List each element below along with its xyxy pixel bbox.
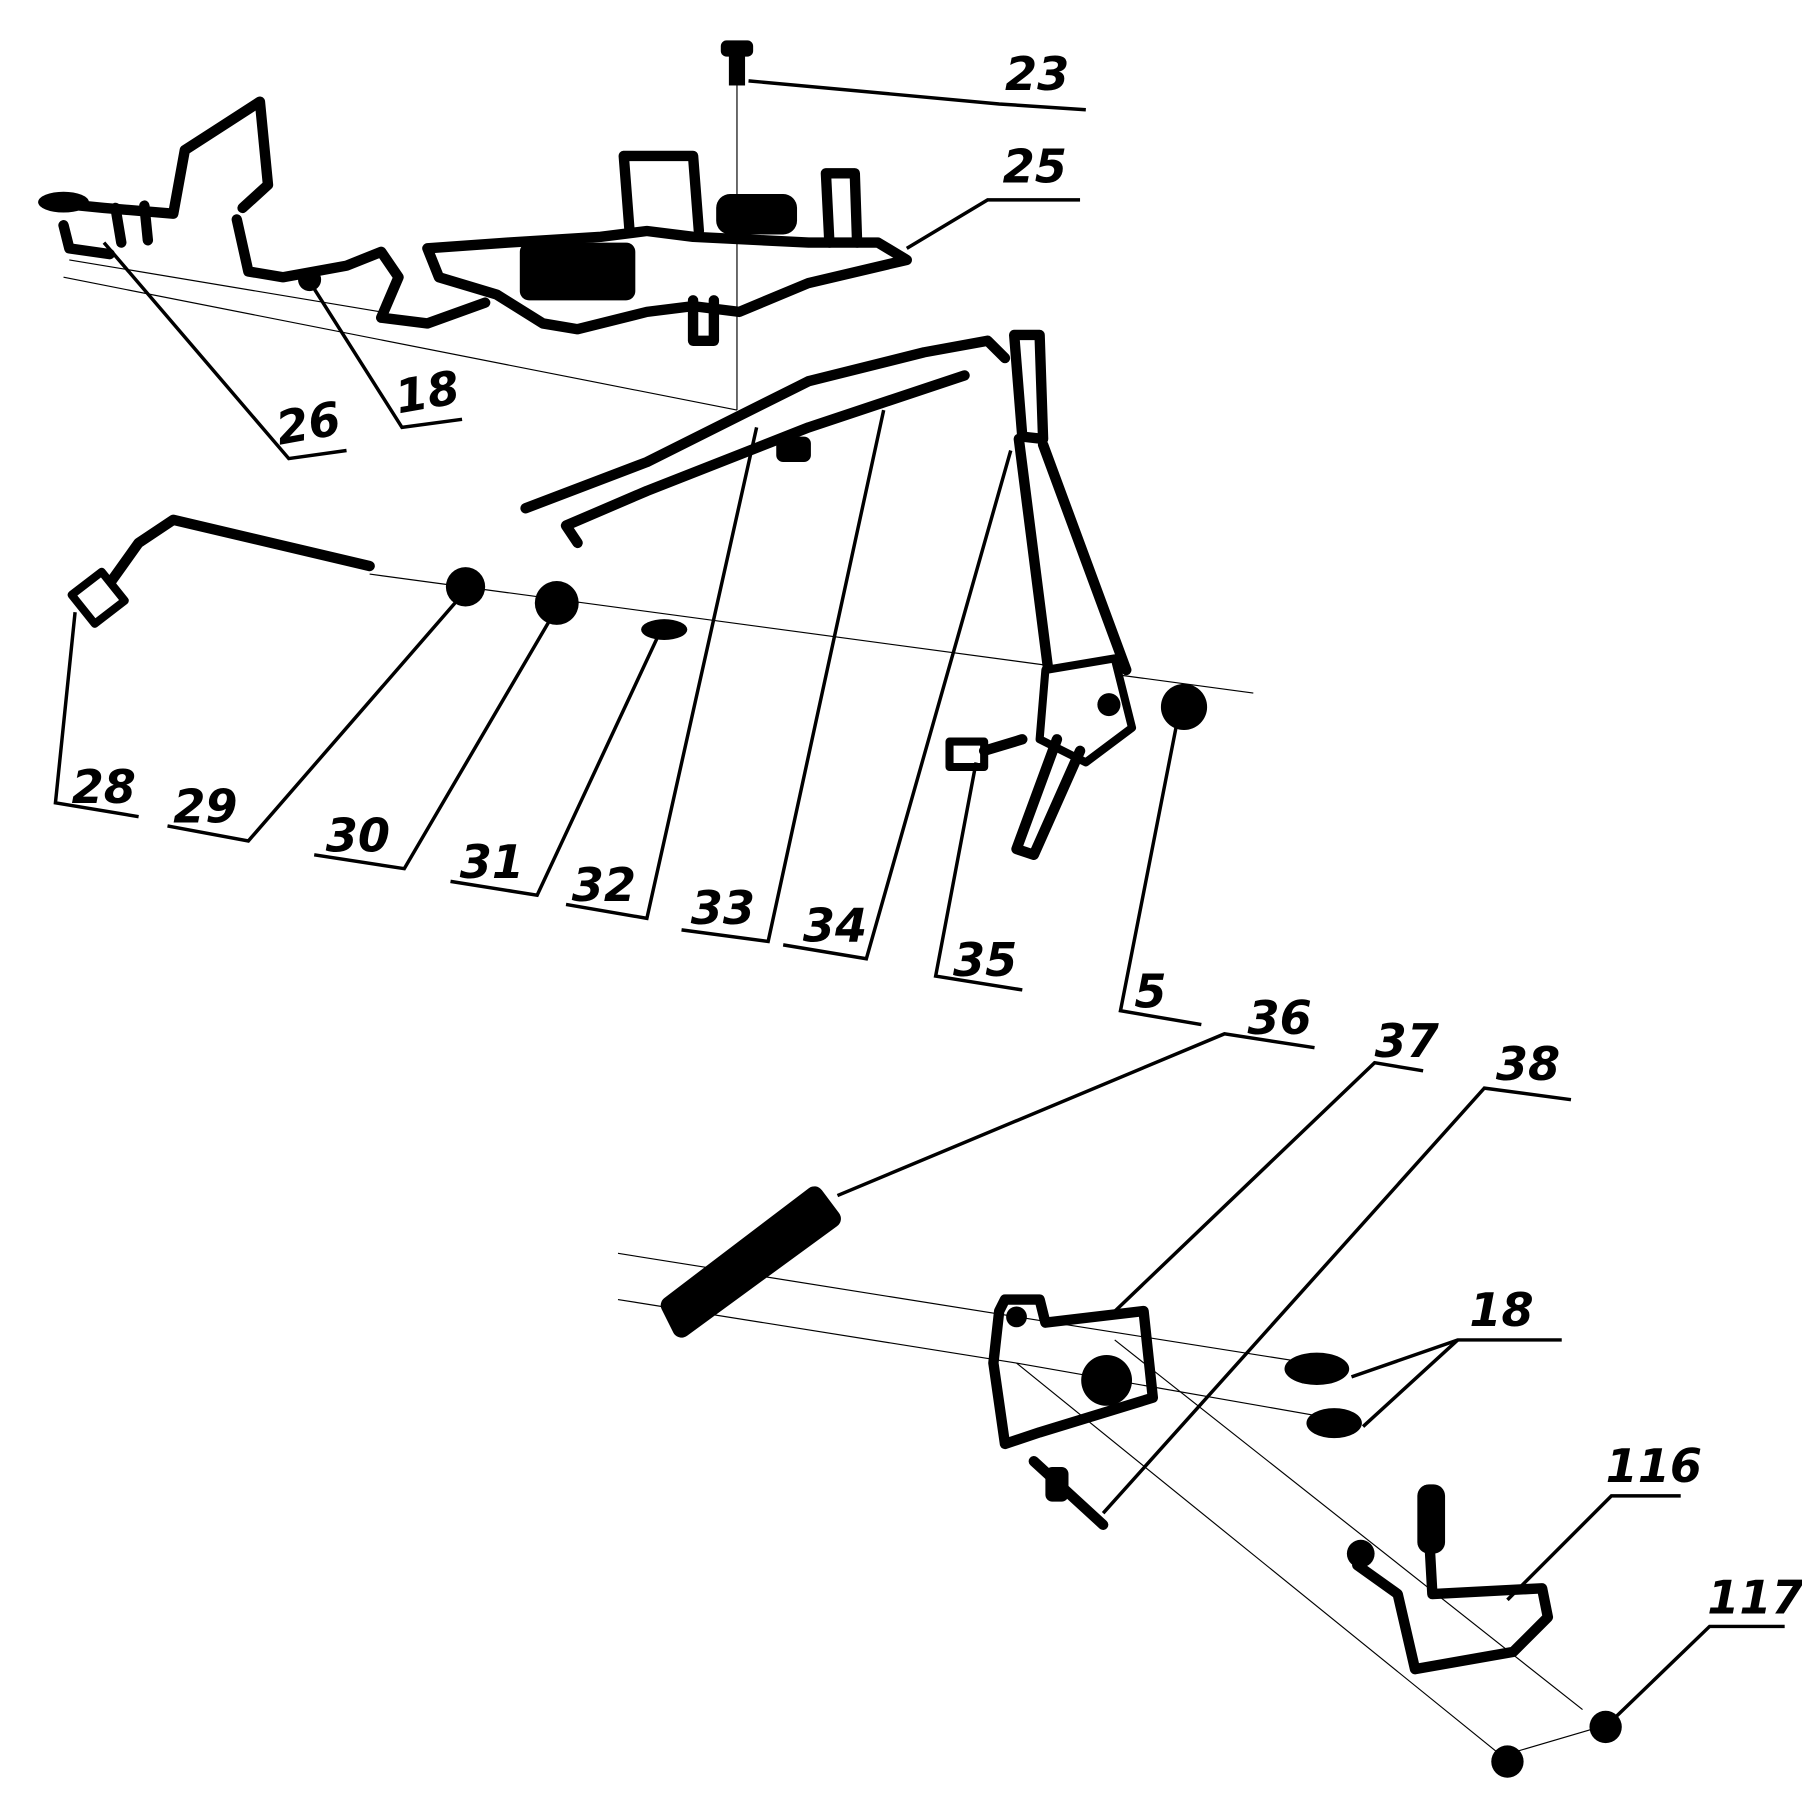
callout-31: 31 [460, 835, 524, 889]
callout-18-top: 18 [391, 360, 464, 424]
leader-lines [53, 79, 1785, 1723]
callout-36: 36 [1248, 991, 1312, 1045]
callout-labels: 23 25 26 18 28 29 30 31 32 33 34 35 5 36… [72, 47, 1802, 1625]
callout-32: 32 [572, 858, 636, 912]
part-18-screws [1284, 1352, 1362, 1439]
callout-117: 117 [1707, 1571, 1802, 1625]
callout-35: 35 [953, 933, 1017, 987]
callout-23: 23 [1005, 47, 1069, 101]
callout-5: 5 [1134, 964, 1166, 1018]
part-5-nut [1160, 683, 1208, 731]
part-35-pin [945, 734, 1028, 772]
part-23-screw [720, 40, 754, 86]
part-34-lever [1009, 329, 1137, 860]
part-36-handle [660, 1186, 841, 1338]
part-38-pin [1028, 1456, 1109, 1530]
callout-28: 28 [72, 760, 136, 814]
part-30-nut [534, 581, 579, 625]
part-29-nut [445, 567, 486, 607]
callout-33: 33 [691, 881, 755, 935]
part-25-bracket [422, 150, 912, 346]
part-28-rod [67, 514, 375, 628]
part-26-bracket [38, 96, 274, 260]
callout-38: 38 [1496, 1037, 1560, 1091]
part-116-bracket [1346, 1484, 1554, 1675]
part-32-rod [520, 335, 1011, 514]
callout-37: 37 [1375, 1014, 1440, 1068]
callout-26: 26 [272, 391, 345, 455]
callout-116: 116 [1606, 1439, 1702, 1493]
callout-34: 34 [803, 898, 867, 952]
part-37-plate [988, 1294, 1159, 1450]
part-117-screws [1491, 1710, 1622, 1778]
callout-25: 25 [1003, 140, 1067, 194]
part-18-link [231, 214, 491, 329]
callout-18-bottom: 18 [1469, 1283, 1533, 1337]
callout-29: 29 [173, 779, 237, 833]
callout-30: 30 [326, 808, 390, 862]
part-33-rod [560, 370, 970, 549]
part-31-clip [641, 619, 688, 640]
